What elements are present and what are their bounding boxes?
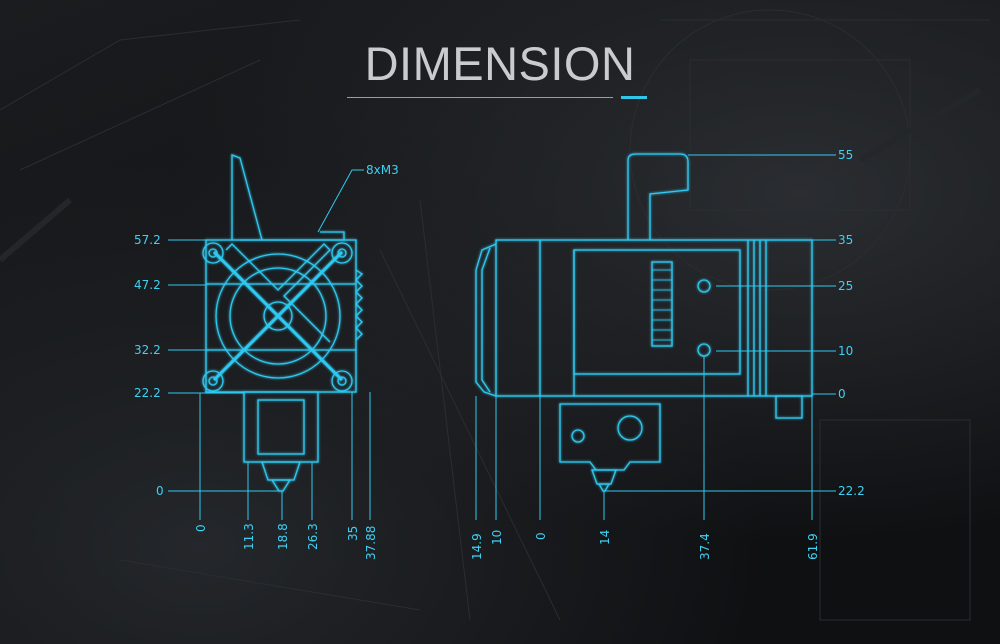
side-heater-block [559, 403, 661, 471]
side-handle [627, 153, 689, 240]
gear-teeth [355, 269, 364, 341]
side-label-0: 0 [838, 387, 846, 401]
front-label-22-2: 22.2 [134, 386, 161, 400]
front-bottom-11-3: 11.3 [242, 523, 256, 550]
side-screw-lower [697, 343, 711, 357]
screw-top-right [331, 242, 353, 264]
front-label-32-2: 32.2 [134, 343, 161, 357]
side-clip [475, 243, 497, 397]
side-bottom-14: 14 [598, 530, 612, 545]
page-title: DIMENSION [364, 37, 636, 90]
cooling-fins [747, 240, 767, 396]
front-bottom-37-88: 37.88 [364, 526, 378, 560]
front-bottom-26-3: 26.3 [306, 523, 320, 550]
front-dimension-lines [168, 169, 371, 520]
nozzle [261, 461, 301, 481]
side-label-25: 25 [838, 279, 853, 293]
title-underline [347, 97, 613, 98]
front-view [202, 154, 364, 492]
front-left-labels: 57.2 47.2 32.2 22.2 0 [134, 233, 164, 498]
side-button [775, 395, 803, 419]
lever-arm [231, 154, 263, 241]
front-label-0: 0 [156, 484, 164, 498]
fan-guard [212, 250, 344, 382]
side-bottom-37-4: 37.4 [698, 533, 712, 560]
screw-bottom-left [202, 370, 224, 392]
fan-hub [263, 301, 293, 331]
side-gear [651, 261, 673, 347]
front-callout-8xm3: 8xM3 [366, 163, 399, 177]
front-label-47-2: 47.2 [134, 278, 161, 292]
front-bottom-18-8: 18.8 [276, 523, 290, 550]
front-label-57-2: 57.2 [134, 233, 161, 247]
side-bottom-10: 10 [490, 530, 504, 545]
side-label-55: 55 [838, 148, 853, 162]
top-bracket [240, 231, 345, 241]
side-nozzle [591, 469, 617, 485]
side-label-10: 10 [838, 344, 853, 358]
screw-top-left [202, 242, 224, 264]
side-bottom-0: 0 [534, 532, 548, 540]
front-bottom-0: 0 [194, 524, 208, 532]
front-body [205, 239, 357, 393]
title-accent-bar [621, 96, 647, 99]
fan-ring-outer [215, 253, 341, 379]
side-bottom-61-9: 61.9 [806, 533, 820, 560]
side-label-35: 35 [838, 233, 853, 247]
front-bottom-labels: 0 11.3 18.8 26.3 35 37.88 [194, 523, 378, 560]
side-screw-upper [697, 279, 711, 293]
side-dimension-lines [475, 154, 836, 520]
fan-ring-inner [229, 267, 327, 365]
front-bottom-35: 35 [346, 526, 360, 541]
side-right-labels: 55 35 25 10 0 22.2 [838, 148, 865, 498]
side-bottom-14-9: 14.9 [470, 533, 484, 560]
screw-bottom-right [331, 370, 353, 392]
callout-leader [317, 169, 364, 233]
side-view [475, 153, 813, 492]
side-bottom-labels: 14.9 10 0 14 37.4 61.9 [470, 530, 820, 560]
heater-block [243, 391, 319, 463]
side-housing [495, 239, 813, 397]
side-label-22-2: 22.2 [838, 484, 865, 498]
